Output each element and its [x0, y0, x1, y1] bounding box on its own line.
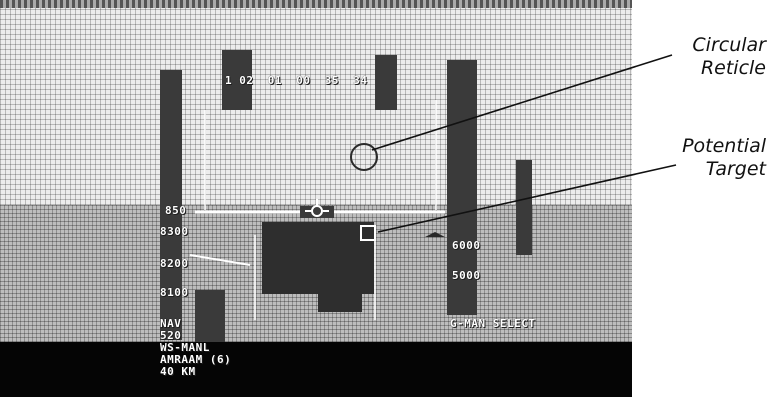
reticle-annotation-line2: Reticle [640, 57, 766, 80]
status-line-range: 40 KM [160, 366, 196, 377]
right-waypoint-marker [425, 232, 445, 237]
heading-scale-text: 1 02 01 00 35 34 [225, 75, 367, 86]
target-designator-box [361, 226, 375, 240]
status-line-missile: AMRAAM (6) [160, 354, 231, 365]
altitude-tick-5000: 5000 [452, 270, 481, 281]
status-line-speed: 520 [160, 330, 181, 341]
target-annotation-line1: Potential [640, 135, 766, 158]
circular-reticle [351, 144, 377, 170]
target-annotation: Potential Target [640, 135, 766, 181]
speed-tick-8200: 8200 [160, 258, 189, 269]
hud-symbology [0, 0, 632, 397]
reticle-annotation: Circular Reticle [640, 34, 766, 80]
target-annotation-line2: Target [640, 158, 766, 181]
speed-tick-850: 850 [165, 205, 186, 216]
speed-tape-connector [190, 255, 250, 265]
speed-tick-8100: 8100 [160, 287, 189, 298]
status-line-weapon-mode: WS-MANL [160, 342, 210, 353]
reticle-annotation-line1: Circular [640, 34, 766, 57]
altitude-tick-6000: 6000 [452, 240, 481, 251]
mode-select-text: G-MAN SELECT [450, 318, 535, 329]
status-line-nav: NAV [160, 318, 181, 329]
hud-screen: 1 02 01 00 35 34 850 8300 8200 8100 6000… [0, 0, 632, 397]
cockpit-panel [0, 342, 632, 397]
speed-tick-8300: 8300 [160, 226, 189, 237]
